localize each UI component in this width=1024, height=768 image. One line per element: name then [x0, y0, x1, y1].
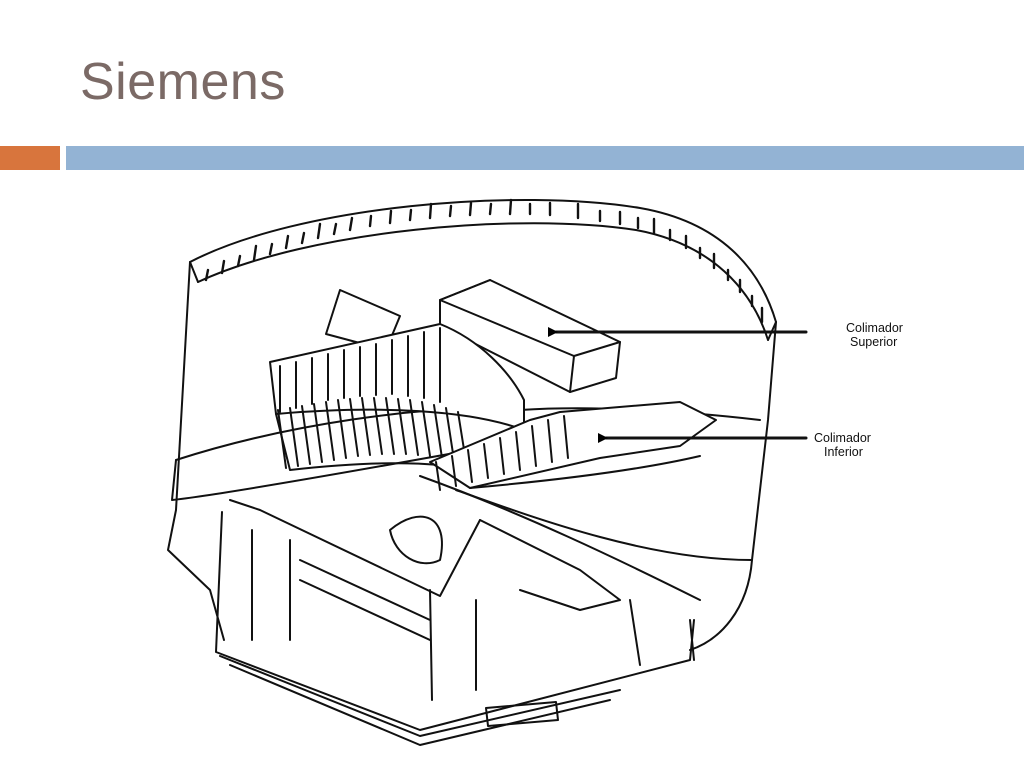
title-accent-bar-orange	[0, 146, 60, 170]
slide-title: Siemens	[80, 53, 286, 111]
lower-slat-fan	[429, 401, 717, 491]
callout-arrows	[548, 327, 808, 443]
support-frame	[215, 499, 695, 746]
label-colimador-superior: Colimador Superior	[846, 321, 903, 349]
title-accent-bar-blue	[66, 146, 1024, 170]
label-colimador-inferior: Colimador Inferior	[814, 431, 871, 459]
rim-tick-marks	[204, 198, 764, 324]
upper-collimator-block	[325, 279, 621, 393]
collimator-diagram	[167, 198, 808, 746]
